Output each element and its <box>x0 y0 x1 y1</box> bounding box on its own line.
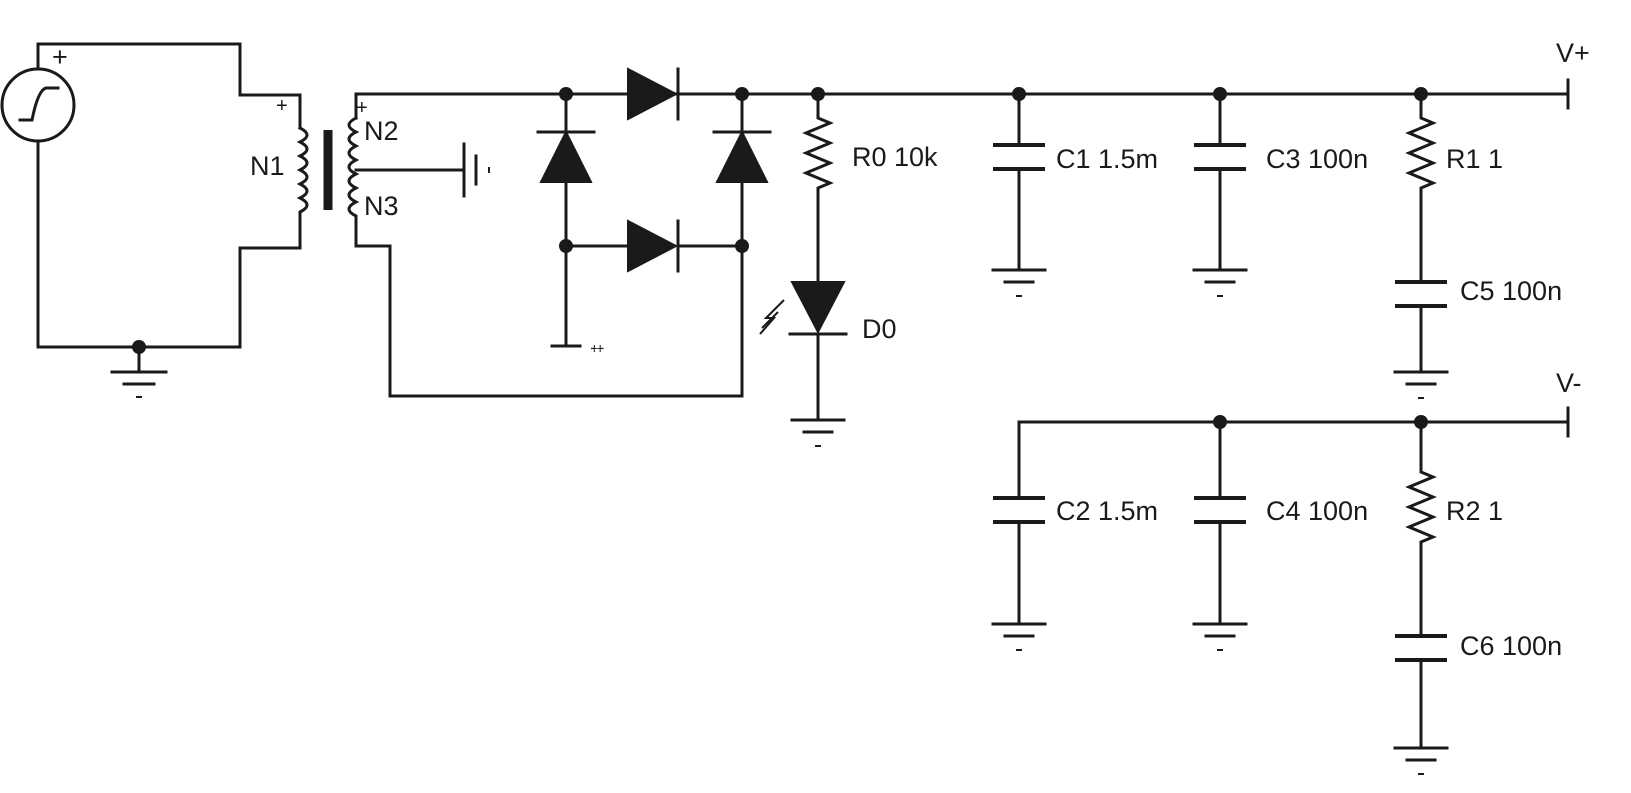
led-d0: D0 <box>759 281 897 422</box>
bridge-rectifier: ‡ <box>536 67 772 353</box>
secondary-top-lead <box>354 92 1570 120</box>
source-polarity-label: + <box>52 42 68 72</box>
transformer: + + N1 N2 N3 <box>250 95 399 222</box>
secondary-winding <box>347 115 360 222</box>
c5-label: C5 100n <box>1460 276 1562 306</box>
ground-symbol <box>991 622 1047 651</box>
bridge-diode-right <box>715 129 769 183</box>
r2-label: R2 1 <box>1446 496 1503 526</box>
ground-symbol <box>1393 370 1449 399</box>
c6-label: C6 100n <box>1460 631 1562 661</box>
n3-label: N3 <box>364 191 399 221</box>
ground-symbol <box>1192 268 1248 297</box>
capacitor-c4: C4 100n <box>1194 420 1368 626</box>
n1-label: N1 <box>250 151 285 181</box>
junction-dot <box>559 239 573 253</box>
ground-symbol <box>1192 622 1248 651</box>
ground-symbol <box>991 268 1047 297</box>
resistor-r2: R2 1 <box>1405 420 1503 638</box>
resistor-r0: R0 10k <box>802 92 938 284</box>
capacitor-c5: C5 100n <box>1395 276 1562 374</box>
junction-dot <box>735 87 749 101</box>
resistor-r1: R1 1 <box>1405 92 1503 284</box>
d0-label: D0 <box>862 314 897 344</box>
bridge-diode-bottom <box>627 219 679 273</box>
v-plus-label: V+ <box>1556 38 1590 68</box>
source-top-wire <box>36 42 302 130</box>
ground-symbol <box>1393 746 1449 775</box>
ground-symbol <box>110 345 168 398</box>
r1-label: R1 1 <box>1446 144 1503 174</box>
primary-polarity-label: + <box>276 95 288 117</box>
capacitor-c1: C1 1.5m <box>993 92 1158 272</box>
junction-dot <box>735 239 749 253</box>
capacitor-c6: C6 100n <box>1395 631 1562 750</box>
c2-label: C2 1.5m <box>1056 496 1158 526</box>
center-tap-ground <box>462 142 490 198</box>
led-light-arrows <box>759 299 785 335</box>
capacitor-c3: C3 100n <box>1194 92 1368 272</box>
r0-label: R0 10k <box>852 142 938 172</box>
source-bottom-wire <box>36 139 302 349</box>
c1-label: C1 1.5m <box>1056 144 1158 174</box>
c4-label: C4 100n <box>1266 496 1368 526</box>
bridge-diode-left <box>539 129 593 183</box>
v-minus-label: V- <box>1556 368 1582 398</box>
secondary-bottom-lead <box>354 220 744 398</box>
n2-label: N2 <box>364 116 399 146</box>
bridge-output-mark: ‡ <box>588 344 605 353</box>
ground-symbol <box>790 418 846 447</box>
bridge-diode-top <box>627 67 679 121</box>
c3-label: C3 100n <box>1266 144 1368 174</box>
primary-winding <box>296 125 309 221</box>
junction-dot <box>559 87 573 101</box>
secondary-polarity-label: + <box>356 97 368 119</box>
capacitor-c2: C2 1.5m <box>993 420 1158 626</box>
